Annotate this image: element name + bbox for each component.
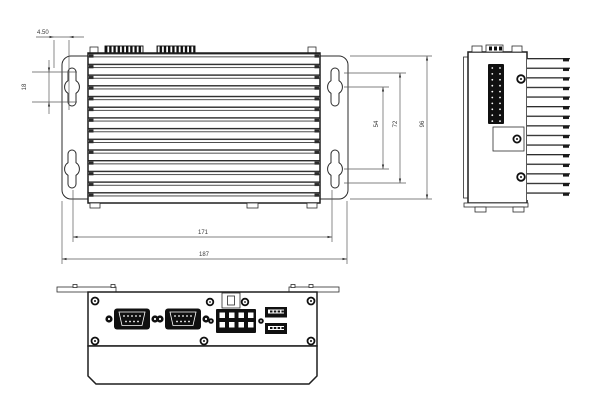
pin-header-connector <box>488 64 504 124</box>
foot-tab <box>474 206 487 213</box>
dimension-mount-hole-pitch: 171 <box>72 190 333 242</box>
rear-tab-right <box>307 46 317 54</box>
terminal-strip-icon <box>156 45 196 54</box>
dimension-slot-offset: 4.50 <box>36 30 84 110</box>
fuse-holder-inner <box>227 295 235 306</box>
keyhole-slot <box>64 149 80 189</box>
dim-label: 96 <box>420 120 426 127</box>
db9-serial-port <box>105 308 159 330</box>
base-plate <box>463 202 529 208</box>
flange-notch <box>110 284 116 288</box>
dim-label: 187 <box>199 252 210 258</box>
dimension-slot-length: 18 <box>22 60 77 114</box>
top-view <box>61 45 349 209</box>
dim-label: 171 <box>198 230 209 236</box>
screw-icon <box>240 297 250 307</box>
keyhole-slot <box>327 149 343 189</box>
fin-ends-right <box>314 53 319 203</box>
foot-tab <box>512 206 525 213</box>
screw-icon <box>199 336 209 346</box>
flange-left <box>56 286 117 293</box>
foot-tab <box>89 202 101 209</box>
screw-icon <box>516 172 526 182</box>
screw-icon <box>306 296 316 306</box>
screw-icon <box>90 336 100 346</box>
screw-icon <box>306 336 316 346</box>
foot-tab <box>306 202 318 209</box>
lower-tray <box>87 345 318 385</box>
fin-ends-left <box>89 53 94 203</box>
dimension-overall-width: 187 <box>61 201 348 264</box>
top-tab <box>511 45 523 53</box>
foot-tab <box>246 202 259 209</box>
connector-rib <box>494 46 497 51</box>
dim-label: 4.50 <box>37 30 49 36</box>
dim-label: 72 <box>393 120 399 127</box>
side-fins <box>527 58 570 200</box>
screw-icon <box>512 134 522 144</box>
screw-icon <box>90 296 100 306</box>
usb-ports <box>265 307 287 334</box>
front-view <box>56 284 340 385</box>
side-view <box>463 44 570 213</box>
db9-serial-port <box>156 308 210 330</box>
screw-icon <box>516 74 526 84</box>
connector-rib <box>499 46 502 51</box>
keyhole-slot <box>327 67 343 107</box>
heatsink-body <box>87 52 321 204</box>
power-terminal-block <box>205 292 264 333</box>
dimension-hole-span-inner: 54 <box>344 86 389 170</box>
connector-rib <box>489 46 492 51</box>
flange-notch <box>308 284 314 288</box>
dim-label: 18 <box>22 83 28 90</box>
dimension-hole-span-outer: 72 <box>344 72 406 184</box>
dimension-overall-depth: 96 <box>350 55 432 200</box>
dim-label: 54 <box>374 120 380 127</box>
terminal-strip-icon <box>104 45 144 54</box>
flange-notch <box>290 284 296 288</box>
flange-notch <box>72 284 78 288</box>
screw-icon <box>205 297 215 307</box>
rear-tab-left <box>89 46 99 54</box>
top-tab <box>471 45 483 53</box>
